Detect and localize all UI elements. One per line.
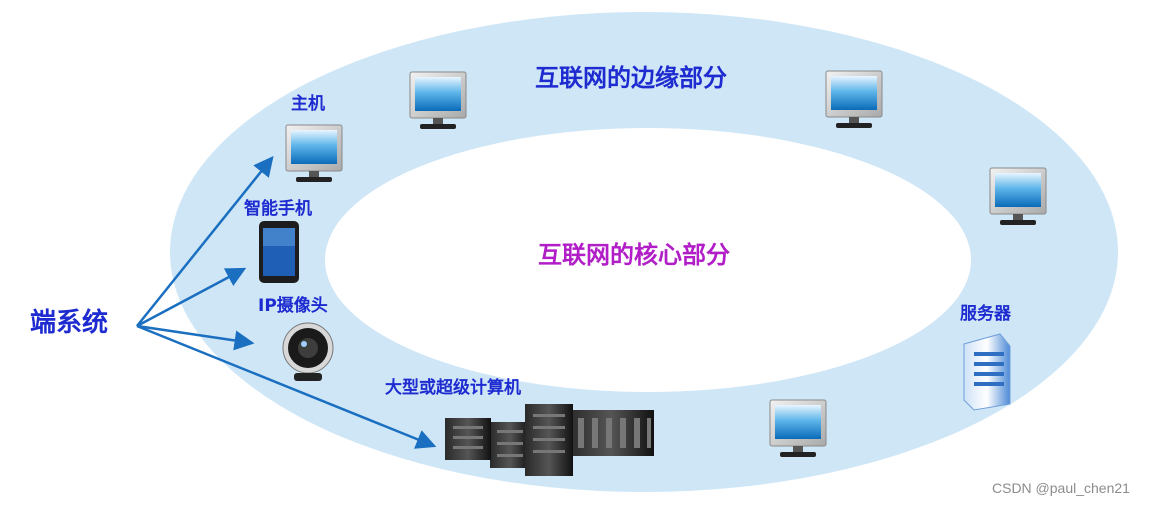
ip-camera-label: IP摄像头	[258, 296, 328, 316]
arrow-to-camera	[136, 324, 255, 351]
core-title: 互联网的核心部分	[538, 241, 730, 269]
watermark: CSDN @paul_chen21	[992, 480, 1130, 496]
arrow-to-supercomputer	[136, 324, 437, 449]
server-rack-icon	[445, 404, 654, 476]
phone-label: 智能手机	[244, 199, 312, 219]
server-tower-icon	[963, 333, 1011, 411]
supercomputer-label: 大型或超级计算机	[385, 378, 521, 398]
edge-title: 互联网的边缘部分	[535, 64, 727, 92]
webcam-icon	[282, 322, 334, 381]
host-label: 主机	[291, 94, 325, 114]
internet-core-area	[325, 128, 971, 392]
smartphone-icon	[259, 221, 299, 283]
arrow-to-host	[136, 156, 274, 327]
arrow-to-phone	[136, 267, 247, 328]
end-system-label: 端系统	[30, 308, 109, 338]
server-label: 服务器	[960, 304, 1011, 324]
